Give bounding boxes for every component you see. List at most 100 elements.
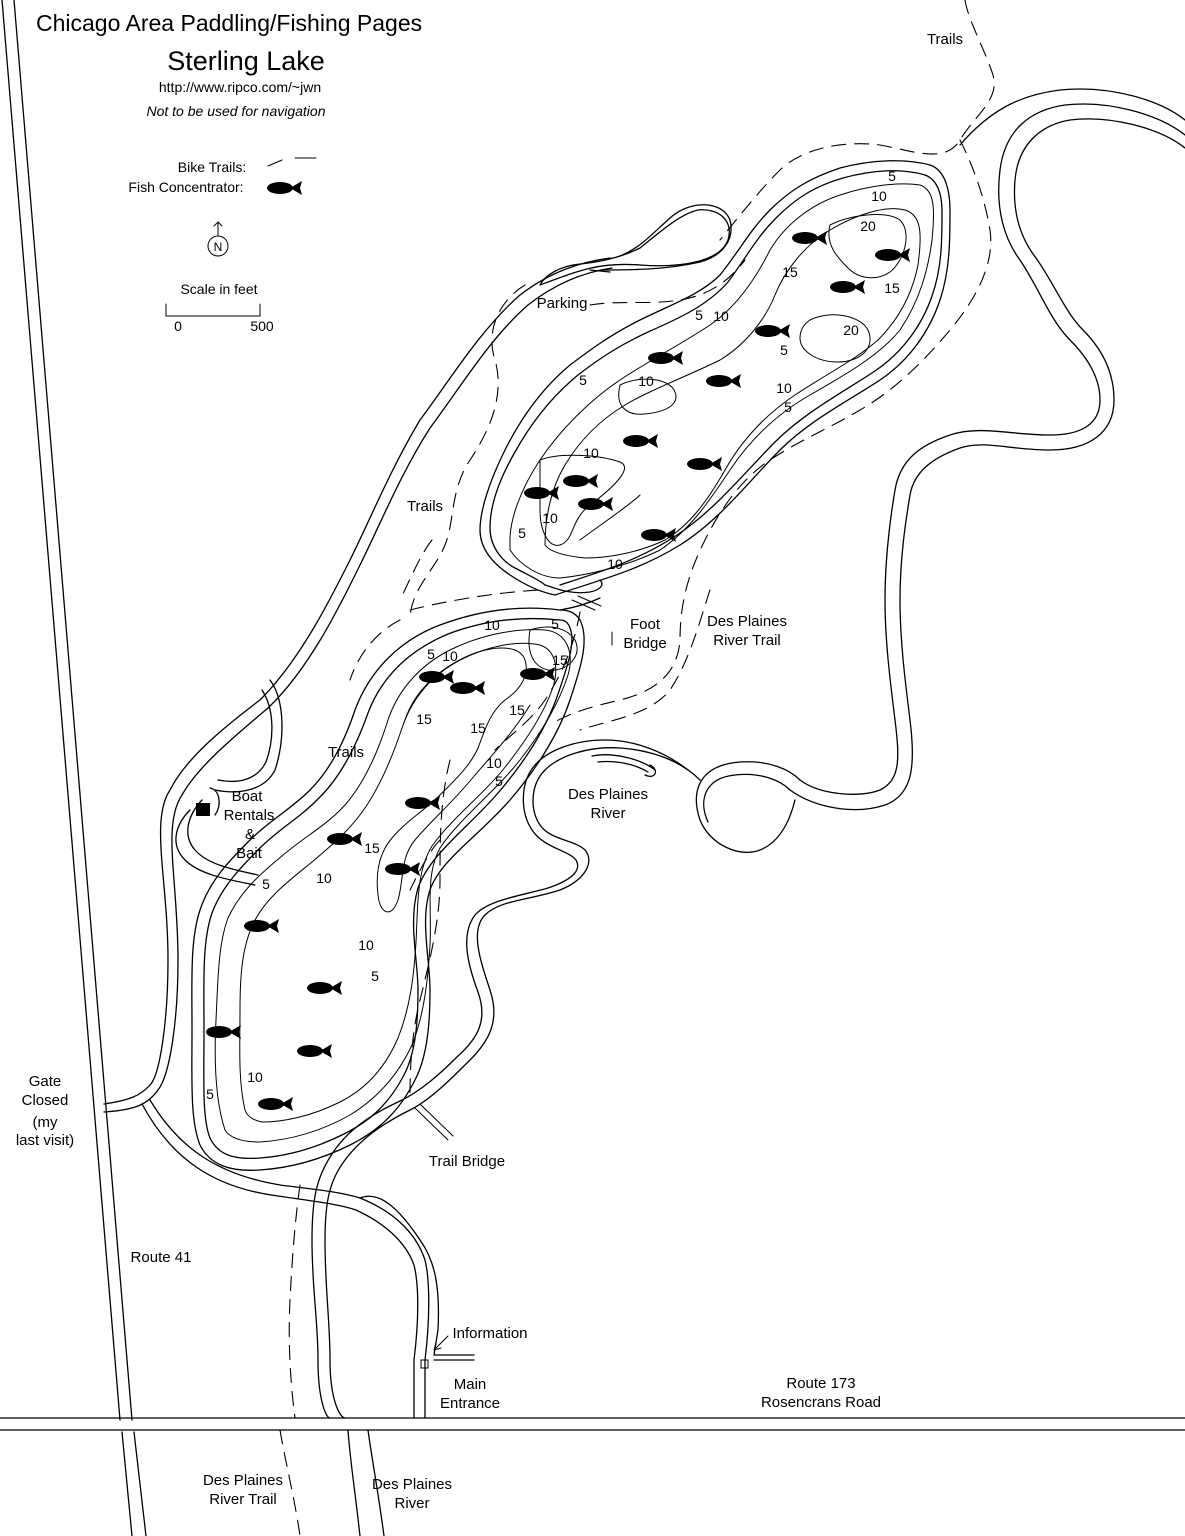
depth-label: 5	[427, 646, 435, 662]
fish-icon	[578, 497, 613, 511]
legend-fish-icon	[267, 181, 302, 195]
depth-label: 5	[495, 773, 503, 789]
fish-icon	[385, 862, 420, 876]
depth-label: 10	[607, 556, 623, 572]
fish-concentrators	[206, 231, 910, 1111]
dp-river-label-1: Des Plaines	[568, 786, 648, 803]
depth-label: 10	[442, 648, 458, 664]
fish-icon	[244, 919, 279, 933]
route-173-label-1: Route 173	[786, 1375, 855, 1392]
foot-bridge-label-1: Foot	[630, 616, 661, 633]
dp-river-bottom-label-1: Des Plaines	[372, 1476, 452, 1493]
depth-label: 15	[782, 264, 798, 280]
fish-icon	[641, 528, 676, 542]
depth-label: 10	[542, 510, 558, 526]
gate-label-4: last visit)	[16, 1132, 74, 1149]
depth-label: 5	[579, 372, 587, 388]
depth-label: 5	[551, 616, 559, 632]
site-title: Chicago Area Paddling/Fishing Pages	[36, 10, 422, 36]
fish-icon	[258, 1097, 293, 1111]
dp-river-trail-label-2: River Trail	[713, 632, 781, 649]
foot-bridge	[571, 595, 602, 611]
fish-icon	[792, 231, 827, 245]
depth-labels: 5 10 20 15 15 5 10 20 5 10 5 5 10 10 10 …	[206, 168, 900, 1102]
depth-label: 15	[509, 702, 525, 718]
dp-trail-bottom-label-2: River Trail	[209, 1491, 277, 1508]
gate-label-1: Gate	[29, 1073, 62, 1090]
depth-label: 10	[247, 1069, 263, 1085]
north-arrow-label: N	[214, 240, 223, 254]
parking-area	[539, 204, 732, 286]
depth-label: 10	[358, 937, 374, 953]
legend-bike-trail-dash	[267, 157, 317, 167]
scale-bar	[165, 303, 261, 317]
fish-icon	[830, 280, 865, 294]
north-arrow-icon: N	[207, 221, 229, 257]
boat-label-2: Rentals	[224, 807, 275, 824]
dp-river-trail-label-1: Des Plaines	[707, 613, 787, 630]
depth-label: 15	[884, 280, 900, 296]
route-41-road	[1, 0, 147, 1536]
depth-label: 10	[484, 617, 500, 633]
depth-label: 15	[364, 840, 380, 856]
boat-rentals: Boat Rentals & Bait	[196, 788, 274, 862]
fish-icon	[648, 351, 683, 365]
fish-icon	[623, 434, 658, 448]
boat-label-4: Bait	[236, 845, 263, 862]
depth-label: 5	[518, 525, 526, 541]
depth-label: 10	[638, 373, 654, 389]
boat-label-3: &	[245, 826, 255, 843]
map-title: Sterling Lake	[167, 46, 325, 76]
depth-label: 10	[316, 870, 332, 886]
depth-label: 5	[262, 876, 270, 892]
fish-icon	[419, 670, 454, 684]
dp-river-bottom-label-2: River	[394, 1495, 429, 1512]
depth-label: 15	[470, 720, 486, 736]
fish-icon	[875, 248, 910, 262]
map-legend: Bike Trails: Fish Concentrator: N Scale …	[128, 157, 317, 334]
depth-contours	[214, 183, 935, 1143]
gate-label-2: Closed	[22, 1092, 69, 1109]
route-173-label-2: Rosencrans Road	[761, 1394, 881, 1411]
information-pointer	[433, 1335, 449, 1351]
gate-label-3: (my	[33, 1114, 58, 1131]
boat-rental-loop	[175, 679, 283, 886]
fish-icon	[405, 796, 440, 810]
trails-sw-label: Trails	[328, 744, 364, 761]
depth-label: 5	[888, 168, 896, 184]
scale-max: 500	[250, 318, 274, 334]
scale-title: Scale in feet	[180, 281, 257, 297]
boat-rental-building-icon	[196, 803, 210, 816]
depth-label: 15	[552, 652, 568, 668]
fish-icon	[450, 681, 485, 695]
navigation-disclaimer: Not to be used for navigation	[146, 103, 325, 119]
scale-min: 0	[174, 318, 182, 334]
legend-bike-trails-label: Bike Trails:	[178, 159, 246, 175]
trails-ne-label: Trails	[927, 31, 963, 48]
fish-icon	[206, 1025, 241, 1039]
fish-icon	[520, 667, 555, 681]
fish-icon	[706, 374, 741, 388]
fish-icon	[687, 457, 722, 471]
depth-label: 5	[371, 968, 379, 984]
depth-label: 10	[713, 308, 729, 324]
dp-river-label-2: River	[590, 805, 625, 822]
depth-label: 5	[784, 399, 792, 415]
foot-bridge-label-2: Bridge	[623, 635, 666, 652]
trails-mid-label: Trails	[407, 498, 443, 515]
legend-fish-label: Fish Concentrator:	[128, 179, 243, 195]
des-plaines-river	[311, 88, 1185, 1536]
depth-label: 20	[843, 322, 859, 338]
fish-icon	[297, 1044, 332, 1058]
depth-label: 10	[871, 188, 887, 204]
main-entrance-label-1: Main	[454, 1376, 487, 1393]
depth-label: 15	[416, 711, 432, 727]
trail-bridge-label: Trail Bridge	[429, 1153, 505, 1170]
depth-label: 5	[695, 307, 703, 323]
depth-label: 10	[776, 380, 792, 396]
fish-icon	[307, 981, 342, 995]
route-173-road	[0, 1417, 1185, 1431]
depth-label: 5	[780, 342, 788, 358]
depth-label: 10	[583, 445, 599, 461]
